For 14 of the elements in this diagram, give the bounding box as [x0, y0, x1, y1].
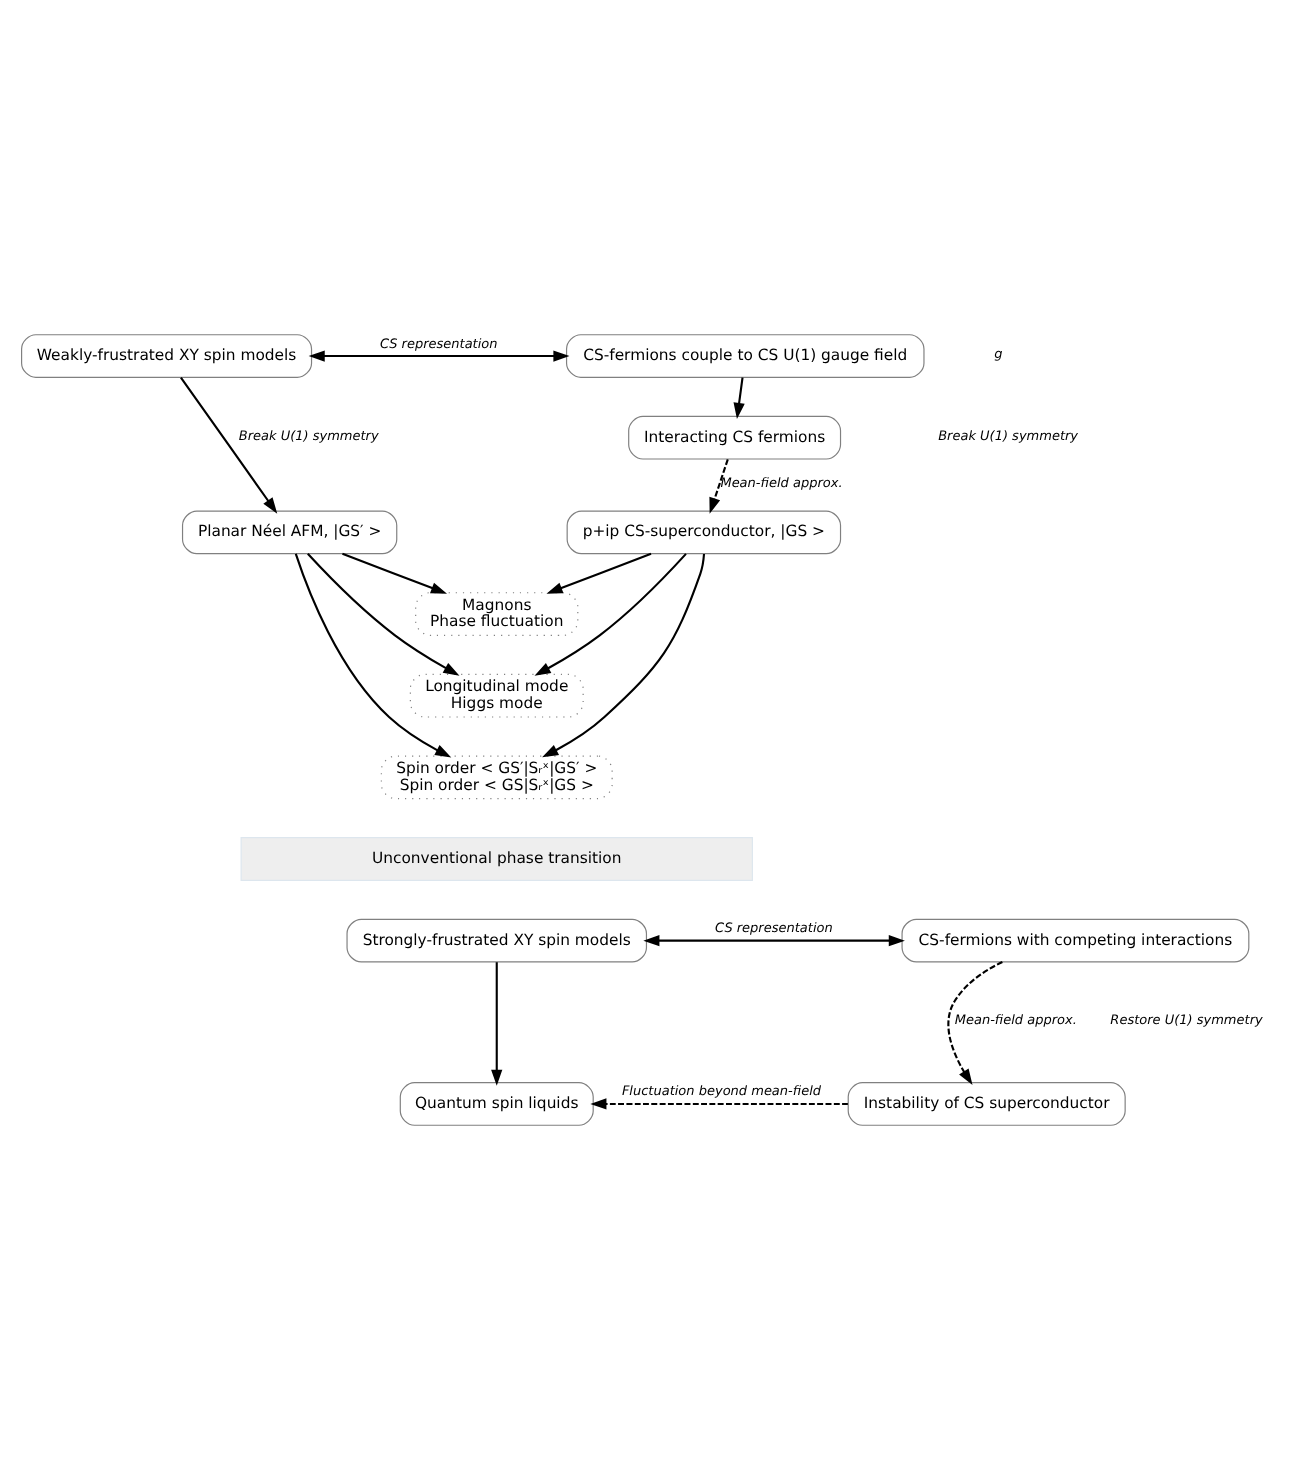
arrow	[590, 1097, 848, 1109]
arrow	[534, 552, 687, 675]
arrow	[643, 934, 905, 946]
arrow	[294, 552, 452, 757]
arrow	[546, 551, 652, 593]
arrow	[709, 458, 729, 513]
arrow	[308, 349, 570, 361]
arrow	[180, 375, 278, 513]
arrow	[491, 961, 503, 1085]
arrow	[947, 960, 1003, 1085]
arrow	[307, 552, 460, 675]
arrow	[542, 552, 706, 757]
arrow	[342, 551, 448, 593]
arrow	[733, 376, 745, 419]
